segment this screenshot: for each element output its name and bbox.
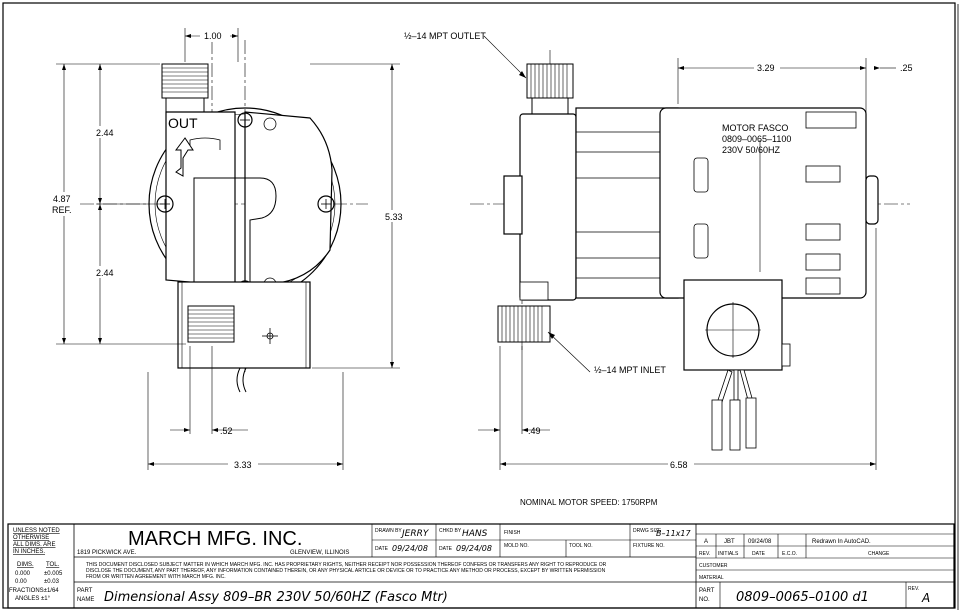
flow-arrow-icon	[175, 137, 194, 177]
chkd-date: 09/24/08	[456, 544, 492, 553]
rev-entry-initials: JBT	[724, 539, 735, 545]
dim-0-25: .25	[900, 63, 913, 73]
drawn-date: 09/24/08	[392, 544, 428, 553]
company-name: MARCH MFG. INC.	[128, 528, 302, 550]
part-name-label-2: NAME	[77, 597, 94, 603]
dim-3-33: 3.33	[234, 460, 252, 470]
dim-5-33: 5.33	[385, 212, 403, 222]
tolerance-header-3: ALL DIMS. ARE	[13, 542, 55, 548]
tol-1: ±0.005	[44, 571, 63, 577]
out-label: OUT	[168, 115, 198, 131]
rev-col-rev: REV.	[699, 551, 710, 557]
drwg-size-label: DRWG SIZE	[633, 528, 662, 534]
finish-label: FINISH	[504, 530, 521, 536]
inlet-port	[187, 305, 235, 343]
side-outlet-port	[526, 63, 574, 115]
chkd-date-label: DATE	[439, 546, 453, 552]
part-no-label-2: NO.	[699, 597, 710, 603]
dims-1: 0.000	[15, 571, 31, 577]
rev-col-change: CHANGE	[868, 551, 890, 557]
tol-label: TOL.	[46, 562, 60, 568]
company-city: GLENVIEW, ILLINOIS	[290, 550, 349, 556]
drawn-by-label: DRAWN BY	[375, 528, 402, 534]
tool-label: TOOL NO.	[569, 543, 593, 549]
customer-label: CUSTOMER	[699, 563, 728, 569]
part-number: 0809–0065–0100 d1	[736, 590, 869, 605]
disclaimer-2: DISCLOSE THE DOCUMENT, ANY PART THEREOF,…	[86, 568, 606, 574]
tolerance-header-2: OTHERWISE	[13, 535, 49, 541]
chkd-by: HANS	[462, 529, 488, 539]
rev-value: A	[921, 591, 930, 605]
rev-label: REV.	[908, 586, 919, 592]
angles-tol: ANGLES ±1°	[15, 596, 51, 602]
fractions-tol: FRACTIONS±1/64	[9, 588, 59, 594]
drawn-date-label: DATE	[375, 546, 389, 552]
dim-ref: REF.	[52, 205, 72, 215]
front-view: OUT IN	[50, 28, 408, 470]
side-view: MOTOR FASCO 0809–0065–1100 230V 50/60HZ	[404, 31, 913, 470]
inlet-callout: ½–14 MPT INLET	[594, 365, 666, 375]
dim-0-52: .52	[220, 426, 233, 436]
dim-4-87: 4.87	[53, 194, 71, 204]
rev-col-date: DATE	[752, 551, 766, 557]
company-address: 1819 PICKWICK AVE.	[77, 550, 137, 556]
mold-label: MOLD NO.	[504, 543, 529, 549]
fixture-label: FIXTURE NO.	[633, 543, 665, 549]
dim-3-29: 3.29	[757, 63, 775, 73]
tolerance-header-1: UNLESS NOTED	[13, 528, 60, 534]
side-inlet-port	[497, 305, 551, 343]
rev-entry-change: Redrawn In AutoCAD.	[812, 539, 871, 545]
side-pump-head	[503, 107, 679, 301]
pump-body	[148, 107, 342, 301]
dim-0-49: .49	[528, 426, 541, 436]
tolerance-header-4: IN INCHES.	[13, 549, 45, 555]
material-label: MATERIAL	[699, 575, 724, 581]
dims-2: 0.00	[15, 579, 27, 585]
title-block: UNLESS NOTED OTHERWISE ALL DIMS. ARE IN …	[7, 523, 955, 609]
dim-upper-2-44: 2.44	[96, 128, 114, 138]
drawn-by: JERRY	[400, 529, 430, 539]
rev-entry-rev: A	[704, 539, 708, 545]
lead-wires	[711, 369, 757, 451]
part-name: Dimensional Assy 809–BR 230V 50/60HZ (Fa…	[104, 590, 448, 605]
rev-entry-date: 09/24/08	[748, 539, 772, 545]
dim-lower-2-44: 2.44	[96, 268, 114, 278]
junction-box	[683, 279, 791, 371]
part-no-label-1: PART	[699, 588, 715, 594]
chkd-by-label: CHKD BY	[439, 528, 462, 534]
dim-1-00: 1.00	[204, 31, 222, 41]
motor-speed-note: NOMINAL MOTOR SPEED: 1750RPM	[520, 498, 658, 507]
part-name-label-1: PART	[77, 588, 93, 594]
motor-label-2: 0809–0065–1100	[722, 134, 791, 144]
drwg-size: B–11x17	[656, 529, 691, 538]
rev-col-initials: INITIALS	[718, 551, 739, 557]
dim-6-58: 6.58	[670, 460, 688, 470]
motor-label-1: MOTOR FASCO	[722, 123, 788, 133]
rev-col-eco: E.C.O.	[782, 551, 797, 557]
motor-label-3: 230V 50/60HZ	[722, 145, 781, 155]
dims-label: DIMS.	[17, 562, 34, 568]
outlet-callout: ½–14 MPT OUTLET	[404, 31, 486, 41]
disclaimer-1: THIS DOCUMENT DISCLOSED SUBJECT MATTER I…	[86, 562, 607, 568]
motor-body	[659, 107, 879, 299]
tol-2: ±0.03	[44, 579, 60, 585]
disclaimer-3: FROM OR WRITTEN AGREEMENT WITH MARCH MFG…	[86, 574, 226, 580]
